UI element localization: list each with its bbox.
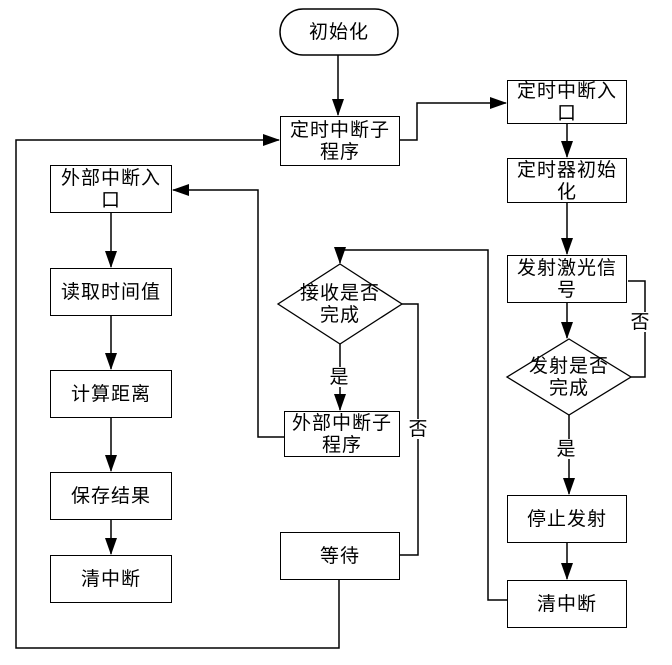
node-calc-dist: 计算距离: [50, 370, 172, 418]
edge-label-emit-yes: 是: [555, 438, 577, 460]
connector-wait-to-timer-isr: [15, 134, 340, 649]
node-clear-int-left: 清中断: [50, 555, 172, 603]
node-shape-emit-done: [505, 338, 633, 416]
connector-ext-isr-to-ext-entry: [172, 184, 284, 438]
edge-label-recv-yes: 是: [328, 366, 350, 388]
node-shape-init: [279, 8, 399, 56]
node-read-time: 读取时间值: [50, 268, 172, 316]
node-timer-isr: 定时中断子 程序: [280, 116, 400, 166]
node-init: 初始化: [308, 21, 369, 43]
node-ext-entry: 外部中断入 口: [50, 165, 172, 213]
node-emit-laser: 发射激光信 号: [507, 255, 627, 303]
node-ext-isr: 外部中断子 程序: [284, 411, 400, 457]
connector-timer-isr-to-timer-entry: [400, 97, 507, 141]
node-recv-done: 接收是否 完成: [299, 282, 380, 326]
node-save-result: 保存结果: [50, 472, 172, 520]
node-emit-done: 发射是否 完成: [528, 355, 609, 399]
edge-label-recv-no: 否: [407, 418, 429, 440]
node-timer-entry: 定时中断入 口: [507, 80, 627, 124]
node-clear-int-right: 清中断: [507, 580, 627, 628]
node-timer-init: 定时器初始 化: [507, 158, 627, 203]
node-shape-recv-done: [276, 263, 404, 345]
node-wait: 等待: [280, 532, 400, 580]
connector-clear-int-to-recv-done: [334, 247, 507, 601]
edge-label-emit-no: 否: [629, 311, 651, 333]
node-stop-emit: 停止发射: [507, 495, 627, 543]
